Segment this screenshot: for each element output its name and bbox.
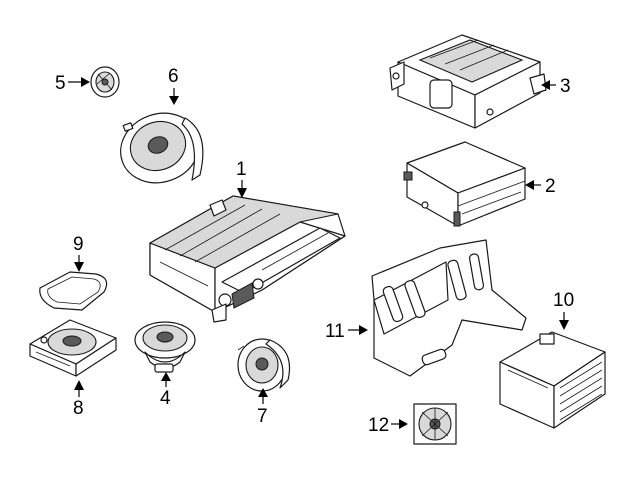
- part-3-amplifier: [389, 34, 547, 129]
- svg-text:3: 3: [560, 76, 571, 97]
- callout-12: 12: [368, 415, 408, 436]
- callout-3: 3: [541, 76, 571, 97]
- svg-text:10: 10: [553, 290, 574, 311]
- svg-text:5: 5: [55, 73, 66, 94]
- part-1-head-unit: [148, 195, 346, 323]
- svg-text:8: 8: [73, 398, 84, 419]
- callout-4: 4: [160, 372, 171, 409]
- callout-10: 10: [553, 290, 574, 330]
- callout-1: 1: [236, 159, 247, 198]
- svg-text:6: 6: [168, 66, 179, 87]
- part-10-module: [499, 331, 606, 429]
- part-11-bracket: [371, 239, 527, 377]
- part-5-tweeter: [90, 66, 120, 98]
- svg-text:12: 12: [368, 415, 389, 436]
- part-7-speaker: [237, 338, 291, 392]
- part-12-fan: [413, 403, 457, 445]
- part-2-module: [403, 141, 526, 227]
- part-6-speaker: [120, 112, 204, 184]
- svg-text:4: 4: [160, 388, 171, 409]
- svg-text:1: 1: [236, 159, 247, 180]
- svg-text:7: 7: [257, 406, 268, 427]
- part-9-gasket: [39, 271, 108, 311]
- callout-8: 8: [73, 380, 84, 419]
- callout-9: 9: [73, 234, 84, 272]
- svg-text:2: 2: [545, 176, 556, 197]
- callout-2: 2: [525, 176, 556, 197]
- part-4-speaker: [134, 321, 196, 373]
- callout-7: 7: [257, 388, 268, 427]
- svg-text:11: 11: [325, 321, 345, 342]
- part-8-subwoofer: [29, 319, 117, 377]
- svg-text:9: 9: [73, 234, 84, 255]
- callout-5: 5: [55, 73, 90, 94]
- callout-6: 6: [168, 66, 179, 105]
- callout-11: 11: [325, 321, 368, 342]
